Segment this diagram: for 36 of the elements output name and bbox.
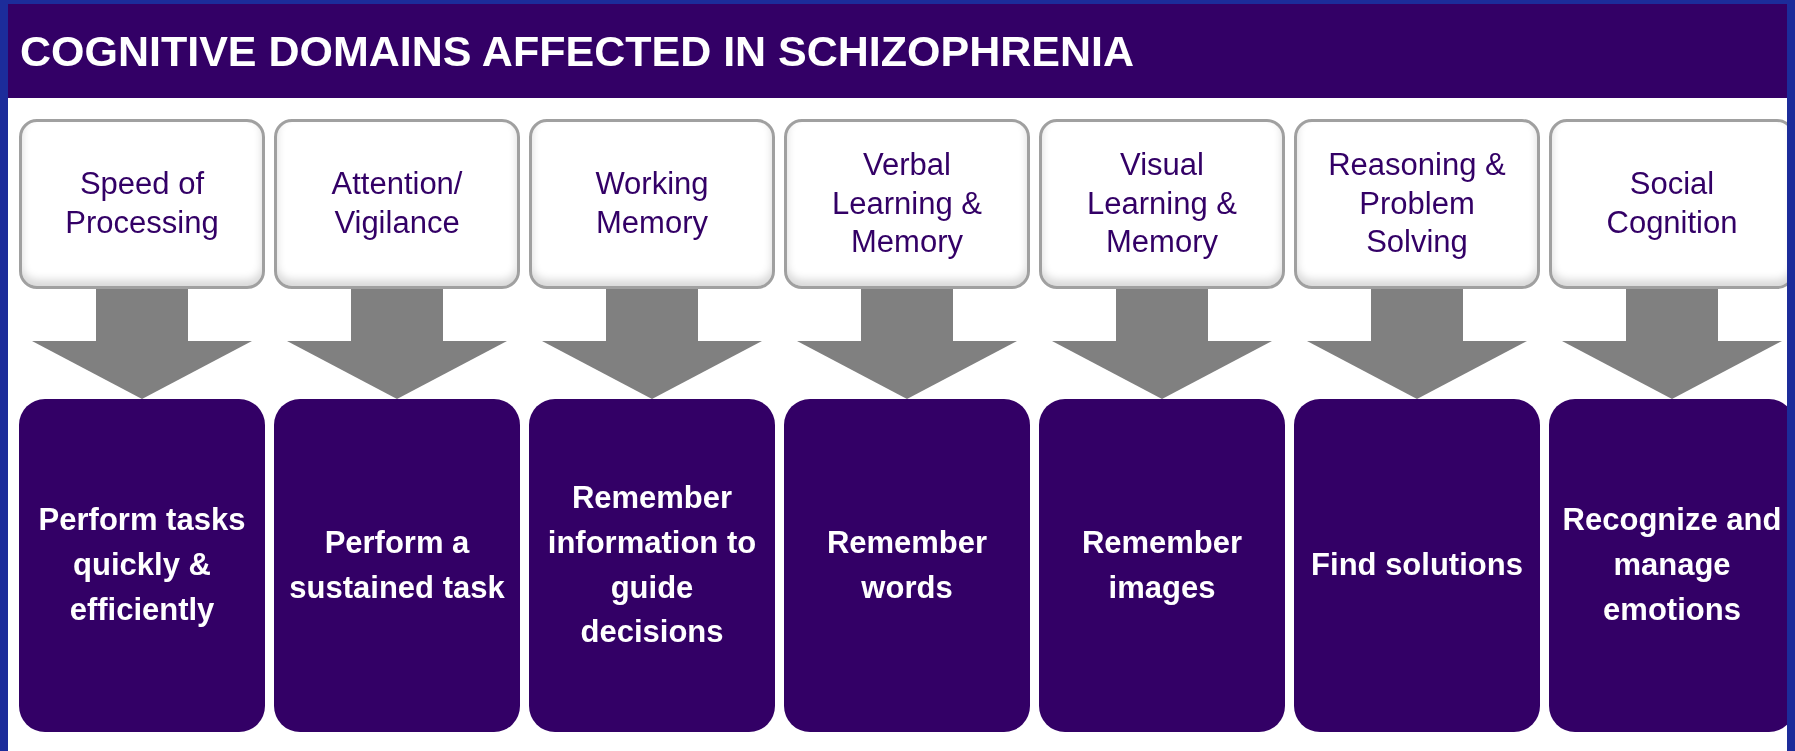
- block-arrow: [797, 289, 1017, 399]
- domain-label: Social Cognition: [1605, 165, 1739, 242]
- domain-label: Reasoning & Problem Solving: [1327, 145, 1507, 262]
- task-description: Perform tasks quickly & efficiently: [37, 501, 247, 629]
- task-box: [529, 399, 775, 732]
- domain-box: [1549, 119, 1787, 289]
- domain-box: [529, 119, 775, 289]
- task-description: Remember images: [1080, 523, 1244, 607]
- domain-label: Verbal Learning & Memory: [831, 145, 983, 262]
- task-description: Recognize and manage emotions: [1561, 501, 1783, 629]
- task-box: [274, 399, 520, 732]
- block-arrow: [542, 289, 762, 399]
- domain-box: [1039, 119, 1285, 289]
- domain-label: Attention/ Vigilance: [330, 165, 464, 242]
- domain-box: [784, 119, 1030, 289]
- task-box: [1294, 399, 1540, 732]
- title: COGNITIVE DOMAINS AFFECTED IN SCHIZOPHRENIA: [20, 29, 1135, 73]
- task-box: [1039, 399, 1285, 732]
- task-description: Find solutions: [1311, 546, 1523, 585]
- block-arrow: [1052, 289, 1272, 399]
- task-box: [1549, 399, 1787, 732]
- block-arrow: [287, 289, 507, 399]
- block-arrow: [1307, 289, 1527, 399]
- task-description: Perform a sustained task: [288, 523, 506, 607]
- task-description: Remember words: [825, 523, 989, 607]
- task-box: [19, 399, 265, 732]
- task-box: [784, 399, 1030, 732]
- domain-label: Speed of Processing: [64, 165, 220, 242]
- domain-box: [274, 119, 520, 289]
- block-arrow: [1562, 289, 1782, 399]
- domain-box: [19, 119, 265, 289]
- domain-label: Visual Learning & Memory: [1086, 145, 1238, 262]
- block-arrow: [32, 289, 252, 399]
- task-description: Remember information to guide decisions: [546, 478, 758, 652]
- domain-label: Working Memory: [594, 165, 710, 242]
- domain-box: [1294, 119, 1540, 289]
